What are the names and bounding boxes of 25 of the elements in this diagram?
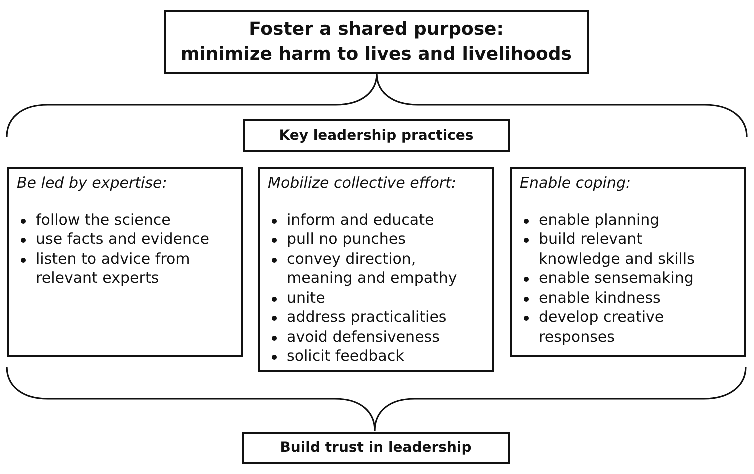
bullet-item: listen to advice from relevant experts bbox=[17, 250, 218, 288]
bullet-item: use facts and evidence bbox=[17, 230, 210, 250]
header-text: Key leadership practices bbox=[279, 126, 474, 144]
bullet-item: develop creative responses bbox=[520, 308, 721, 347]
bullet-item: follow the science bbox=[17, 210, 171, 230]
list-heading: Mobilize collective effort: bbox=[268, 174, 457, 194]
bullet-item: solicit feedback bbox=[268, 347, 404, 366]
outcome-box bbox=[242, 432, 510, 464]
title-text: Foster a shared purpose: minimize harm to lives and livelihoods bbox=[180, 18, 572, 67]
bullet-item: inform and educate bbox=[268, 210, 434, 230]
bullet-item: enable planning bbox=[520, 210, 660, 230]
bullet-item: enable sensemaking bbox=[520, 269, 694, 288]
list-heading: Enable coping: bbox=[520, 174, 632, 194]
bullet-item: address practicalities bbox=[268, 308, 447, 328]
practice-box bbox=[7, 167, 243, 357]
list-heading: Be led by expertise: bbox=[17, 174, 168, 194]
practice-box bbox=[258, 167, 494, 372]
bullet-item: enable kindness bbox=[520, 288, 661, 308]
practice-box bbox=[510, 167, 746, 357]
header-text: Build trust in leadership bbox=[280, 439, 472, 457]
bullet-item: pull no punches bbox=[268, 230, 406, 250]
section-header-box bbox=[243, 119, 510, 152]
bullet-item: unite bbox=[268, 288, 326, 308]
purpose-box bbox=[164, 10, 589, 74]
bullet-item: avoid defensiveness bbox=[268, 328, 440, 347]
